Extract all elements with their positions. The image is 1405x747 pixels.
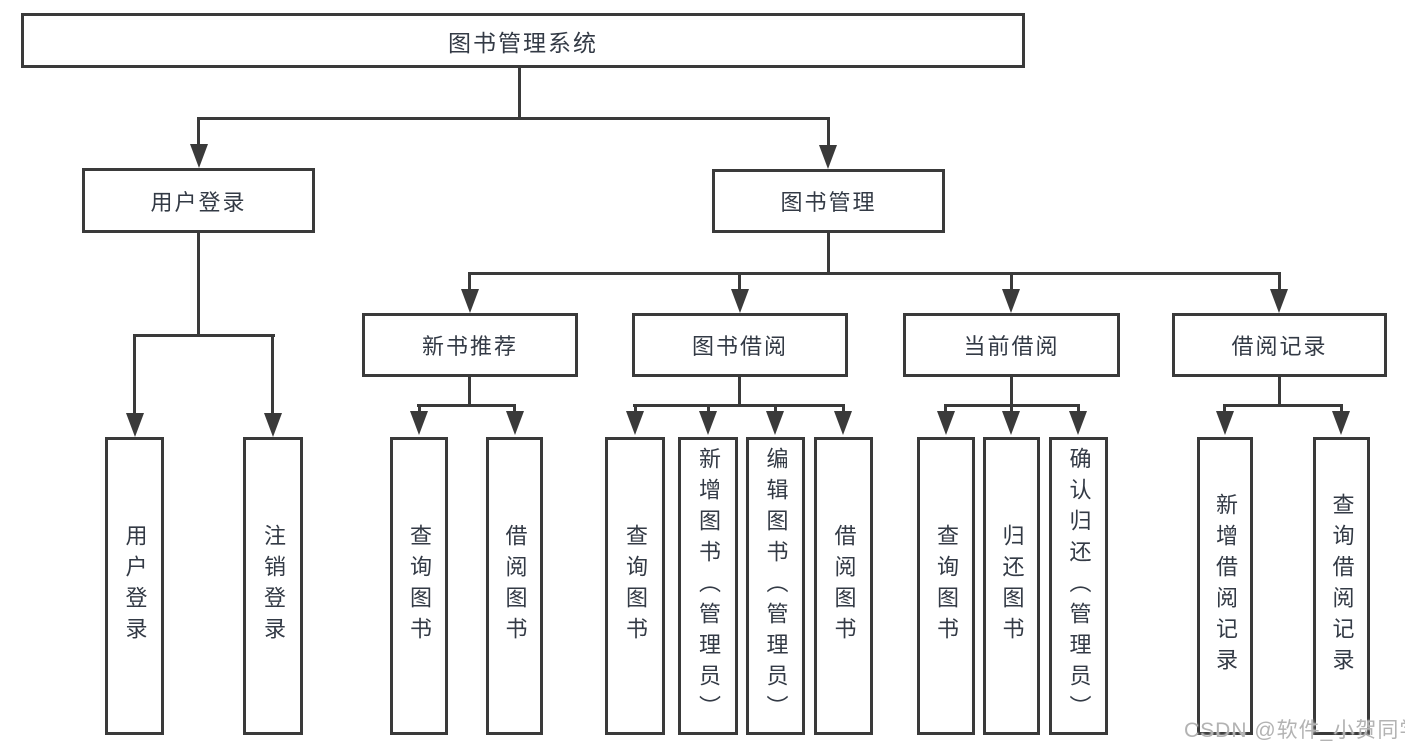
edge-line: [518, 68, 521, 117]
leaf-query-books-recommend: 查询图书: [390, 437, 448, 735]
csdn-watermark: CSDN @软件_小贺同学: [1184, 719, 1405, 742]
arrow-down-icon: [819, 145, 837, 169]
node-book-management: 图书管理: [712, 169, 945, 233]
edge-line: [417, 404, 516, 407]
edge-line: [197, 233, 200, 334]
leaf-borrow-books-borrowing: 借阅图书: [814, 437, 873, 735]
node-user-login: 用户登录: [82, 168, 315, 233]
arrow-down-icon: [937, 411, 955, 435]
edge-line: [842, 404, 845, 412]
edge-line: [1077, 404, 1080, 412]
edge-line: [1223, 404, 1343, 407]
edge-line: [1278, 377, 1281, 404]
arrow-down-icon: [1332, 411, 1350, 435]
edge-line: [1223, 404, 1226, 412]
leaf-add-books-admin: 新增图书（管理员）: [678, 437, 738, 735]
edge-line: [707, 404, 710, 412]
edge-line: [1010, 404, 1013, 412]
edge-line: [738, 377, 741, 404]
edge-line: [827, 233, 830, 272]
edge-line: [944, 404, 947, 412]
node-root: 图书管理系统: [21, 13, 1025, 68]
edge-line: [1278, 272, 1281, 289]
node-current-borrowing: 当前借阅: [903, 313, 1120, 377]
arrow-down-icon: [699, 411, 717, 435]
leaf-confirm-return-admin: 确认归还（管理员）: [1049, 437, 1108, 735]
arrow-down-icon: [190, 144, 208, 168]
edge-line: [468, 272, 471, 289]
leaf-edit-books-admin: 编辑图书（管理员）: [746, 437, 805, 735]
edge-line: [1340, 404, 1343, 412]
leaf-query-books-current: 查询图书: [917, 437, 975, 735]
arrow-down-icon: [731, 289, 749, 313]
edge-line: [197, 117, 830, 120]
arrow-down-icon: [1270, 289, 1288, 313]
edge-line: [513, 404, 516, 412]
node-new-book-recommend: 新书推荐: [362, 313, 578, 377]
leaf-return-books: 归还图书: [983, 437, 1040, 735]
edge-line: [418, 404, 421, 412]
node-borrowing-records: 借阅记录: [1172, 313, 1387, 377]
leaf-query-books-borrowing: 查询图书: [605, 437, 665, 735]
arrow-down-icon: [1002, 411, 1020, 435]
leaf-logout: 注销登录: [243, 437, 303, 735]
node-book-borrowing: 图书借阅: [632, 313, 848, 377]
leaf-add-borrow-record: 新增借阅记录: [1197, 437, 1253, 735]
arrow-down-icon: [1216, 411, 1234, 435]
arrow-down-icon: [264, 413, 282, 437]
edge-line: [827, 117, 830, 146]
edge-line: [633, 404, 845, 407]
arrow-down-icon: [1069, 411, 1087, 435]
leaf-user-login: 用户登录: [105, 437, 164, 735]
arrow-down-icon: [834, 411, 852, 435]
edge-line: [634, 404, 637, 412]
edge-line: [468, 377, 471, 404]
leaf-query-borrow-record: 查询借阅记录: [1313, 437, 1370, 735]
arrow-down-icon: [126, 413, 144, 437]
arrow-down-icon: [506, 411, 524, 435]
edge-line: [1010, 377, 1013, 404]
edge-line: [133, 334, 275, 337]
edge-line: [1010, 272, 1013, 289]
arrow-down-icon: [461, 289, 479, 313]
leaf-borrow-books-recommend: 借阅图书: [486, 437, 543, 735]
arrow-down-icon: [626, 411, 644, 435]
arrow-down-icon: [766, 411, 784, 435]
arrow-down-icon: [410, 411, 428, 435]
edge-line: [468, 272, 1281, 275]
arrow-down-icon: [1002, 289, 1020, 313]
edge-line: [774, 404, 777, 412]
edge-line: [738, 272, 741, 289]
edge-line: [133, 334, 136, 413]
edge-line: [271, 334, 274, 413]
edge-line: [197, 117, 200, 145]
